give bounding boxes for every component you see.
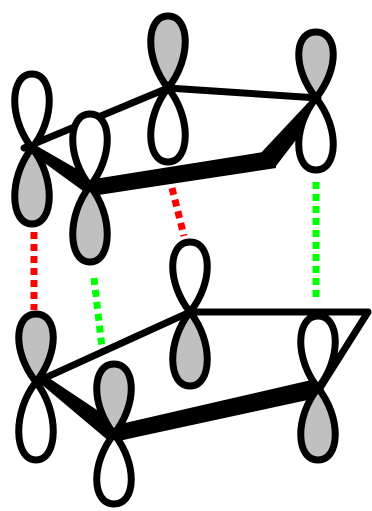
lower-ring-bonds: [32, 308, 372, 442]
orbital-u2: [69, 110, 111, 266]
orbital-l2: [93, 360, 135, 508]
orbital-l4: [297, 312, 339, 464]
orbital-l4-bottom-lobe: [297, 384, 339, 464]
orbital-u2-bottom-lobe: [69, 182, 111, 266]
orbital-l2-top-lobe: [93, 360, 135, 438]
orbital-l3: [169, 238, 211, 390]
orbital-u1: [11, 70, 53, 228]
interaction-lines: [30, 182, 320, 349]
orbital-u3-top-lobe: [147, 12, 189, 92]
orbital-l4-top-lobe: [297, 312, 339, 392]
bond-u1-u2-wedge: [24, 142, 96, 196]
orbital-u4: [295, 28, 337, 174]
bond-u2-u4-wedge: [88, 150, 276, 196]
orbital-u4-top-lobe: [295, 28, 337, 102]
orbital-u1-top-lobe: [11, 70, 53, 152]
interaction-bond-l3: [168, 187, 188, 237]
orbital-l3-bottom-lobe: [169, 308, 211, 390]
orbital-u4-bottom-lobe: [295, 94, 337, 174]
orbital-l1-top-lobe: [15, 310, 57, 386]
orbital-l2-bottom-lobe: [93, 430, 135, 508]
orbital-l1-bottom-lobe: [15, 378, 57, 464]
bond-l1-l2-wedge: [34, 372, 118, 442]
orbital-u3: [147, 12, 189, 166]
orbital-u1-bottom-lobe: [11, 144, 53, 228]
orbital-l3-top-lobe: [169, 238, 211, 316]
orbital-u3-bottom-lobe: [147, 84, 189, 166]
orbital-l1: [15, 310, 57, 464]
interaction-u2-l2: [90, 277, 106, 349]
orbital-u2-top-lobe: [69, 110, 111, 190]
bond-u3-u4: [164, 84, 322, 102]
bond-l1-l3: [32, 308, 194, 386]
bond-l2-l4-wedge: [112, 378, 326, 442]
